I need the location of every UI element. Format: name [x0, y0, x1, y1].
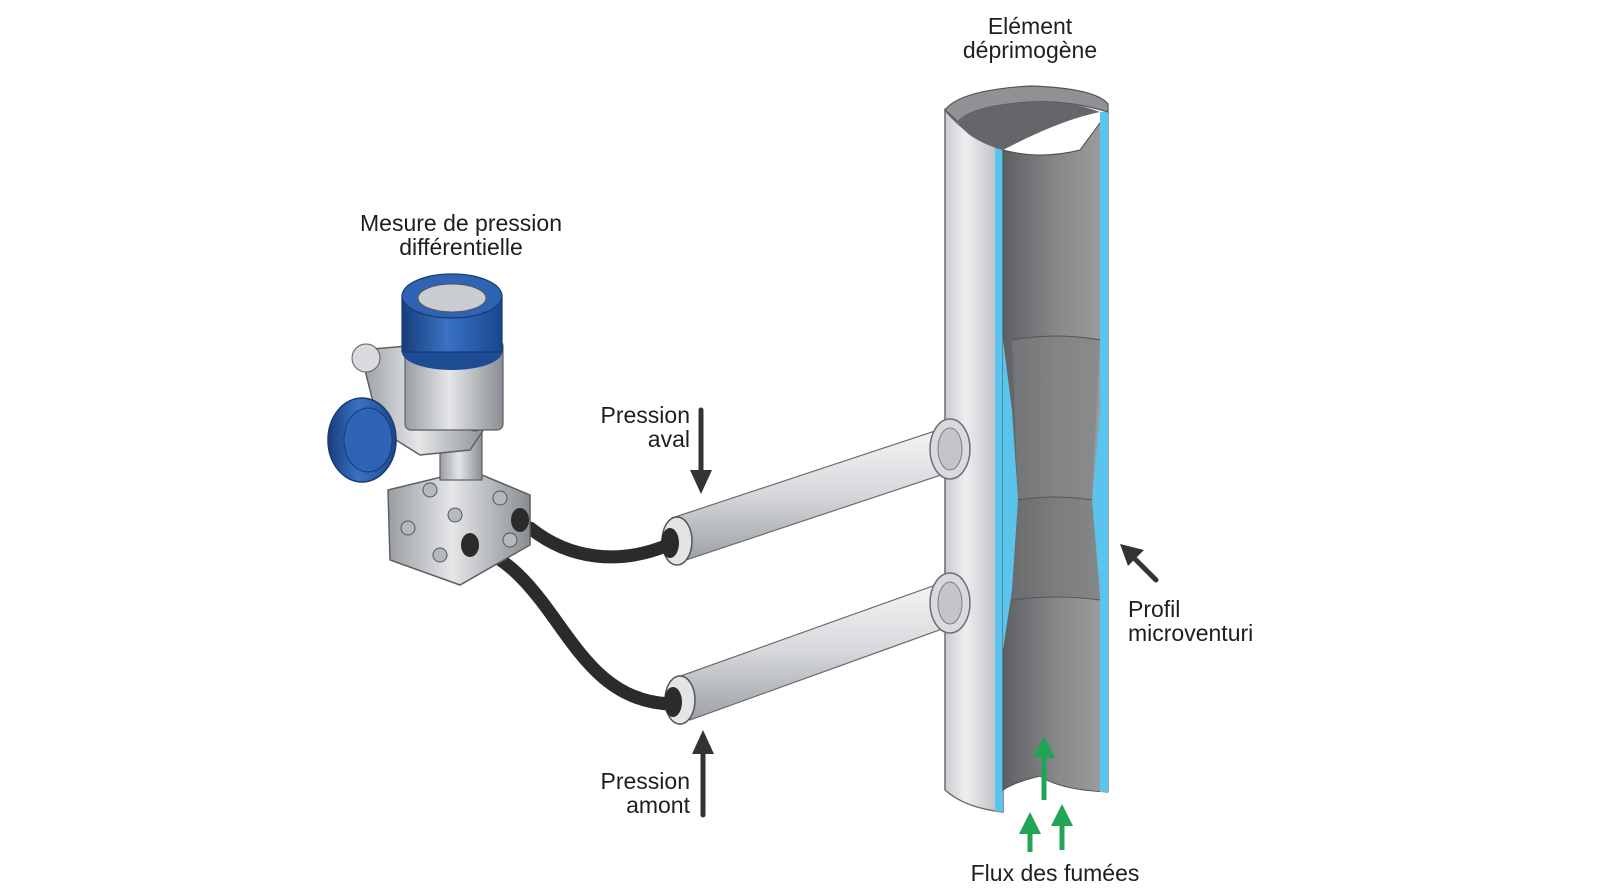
- pipe-liner-right: [1100, 112, 1108, 792]
- arrow-up-icon: [1019, 812, 1041, 852]
- downstream-pressure-arrow-icon: [690, 407, 712, 494]
- pressure-element-label-line2: déprimogène: [962, 37, 1098, 63]
- microventuri-profile-label-line1: Profil: [1128, 596, 1181, 622]
- microventuri-liner-left: [1003, 340, 1018, 650]
- downstream-tapping-tube: [661, 418, 971, 566]
- arrow-up-icon: [1033, 736, 1055, 800]
- differential-measurement-label-line2: différentielle: [399, 234, 523, 260]
- microventuri-throat: [1012, 336, 1100, 500]
- arrow-up-icon: [1051, 804, 1073, 850]
- microventuri-pointer-arrow-icon: [1120, 544, 1159, 583]
- pipe-liner-left: [995, 148, 1003, 812]
- upstream-pressure-label: Pression amont: [560, 769, 690, 817]
- upstream-tapping-tube: [664, 572, 971, 725]
- downstream-pressure-label-line2: aval: [647, 426, 690, 452]
- upstream-pressure-label-line1: Pression: [600, 768, 690, 794]
- upstream-hose: [471, 541, 677, 711]
- downstream-pressure-label-line1: Pression: [600, 402, 690, 428]
- flue-gas-flow-arrows: [1019, 736, 1073, 852]
- pressure-element-pipe: [944, 85, 1109, 813]
- upstream-pressure-label-line2: amont: [626, 792, 690, 818]
- differential-measurement-label-line1: Mesure de pression: [360, 210, 562, 236]
- differential-pressure-transmitter-icon: [327, 273, 531, 586]
- upstream-pressure-arrow-icon: [692, 730, 714, 818]
- microventuri-profile-label: Profil microventuri: [1128, 597, 1328, 645]
- flue-gas-flow-label: Flux des fumées: [940, 861, 1170, 885]
- downstream-pressure-label: Pression aval: [560, 403, 690, 451]
- pressure-element-label-line1: Elément: [987, 13, 1073, 39]
- microventuri-profile-label-line2: microventuri: [1128, 620, 1254, 646]
- flue-gas-flow-label-text: Flux des fumées: [970, 860, 1140, 886]
- differential-measurement-label: Mesure de pression différentielle: [336, 211, 586, 259]
- pressure-element-label: Elément déprimogène: [940, 14, 1120, 62]
- downstream-hose: [523, 521, 675, 564]
